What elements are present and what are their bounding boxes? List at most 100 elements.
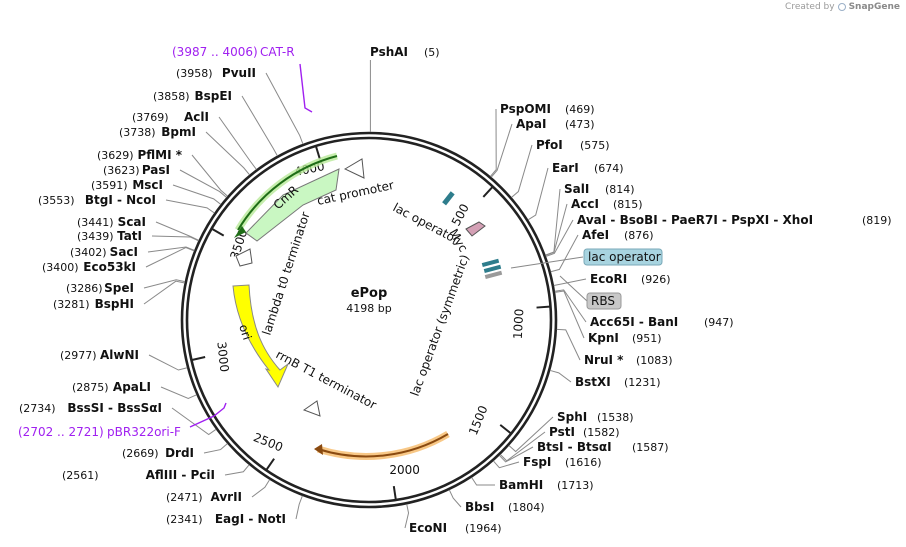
site-name: ApaLI: [113, 380, 151, 394]
site-connector: [471, 477, 496, 486]
primer-cat-r-name: CAT-R: [260, 45, 295, 59]
site-position: (819): [862, 214, 892, 227]
boxed-rbs-text: RBS: [591, 294, 615, 308]
restriction-site[interactable]: EarI(674): [527, 161, 624, 221]
site-name: AlwNI: [100, 348, 139, 362]
restriction-site[interactable]: TatI(3439): [77, 229, 199, 243]
tick-label: 500: [449, 201, 472, 228]
backbone: [180, 131, 558, 509]
site-position: (1964): [465, 522, 502, 535]
restriction-site[interactable]: PasI(3623): [103, 163, 227, 198]
site-position: (3281): [53, 298, 90, 311]
restriction-site[interactable]: AfeI(876): [550, 228, 654, 273]
restriction-site[interactable]: BamHI(1713): [471, 477, 594, 492]
site-position: (3958): [176, 67, 213, 80]
site-position: (814): [605, 183, 635, 196]
restriction-site[interactable]: PfoI(575): [511, 138, 610, 198]
restriction-site[interactable]: AclI(3769): [132, 110, 257, 170]
restriction-site[interactable]: EagI - NotI(2341): [166, 495, 303, 526]
restriction-site[interactable]: Acc65I - BanI(947): [554, 289, 734, 329]
site-position: (1804): [508, 501, 545, 514]
tick-mark: [265, 458, 275, 470]
site-position: (1231): [624, 376, 661, 389]
restriction-site[interactable]: PstI(1582): [500, 425, 620, 462]
restriction-site[interactable]: DrdI(2669): [122, 443, 228, 460]
feature-cmr[interactable]: CmR: [234, 152, 340, 242]
restriction-site[interactable]: MscI(3591): [91, 178, 222, 205]
restriction-site[interactable]: BspEI(3858): [153, 89, 278, 157]
site-connector: [143, 279, 186, 289]
tick-mark: [392, 486, 397, 500]
restriction-site[interactable]: NruI *(1083): [556, 328, 673, 367]
site-name: PasI: [142, 163, 170, 177]
site-position: (947): [704, 316, 734, 329]
restriction-site[interactable]: AvaI - BsoBI - PaeR7I - PspXI - XhoI (819…: [545, 213, 892, 257]
feature-ori[interactable]: ori: [232, 284, 290, 389]
tick-mark: [315, 146, 321, 160]
site-position: (876): [624, 229, 654, 242]
feature-lac-operator-symmetric[interactable]: lac operator (symmetric): [408, 253, 503, 398]
site-connector: [251, 479, 271, 498]
restriction-site[interactable]: PshAI(5): [369, 45, 440, 133]
restriction-site[interactable]: AccI(815): [545, 197, 643, 256]
boxed-lac-operator[interactable]: lac operator: [510, 248, 663, 269]
restriction-site[interactable]: SacI(3402): [70, 245, 195, 259]
restriction-site[interactable]: Eco53kI(3400): [42, 247, 195, 274]
site-connector: [511, 144, 533, 198]
site-connector: [545, 203, 568, 256]
site-name: BspEI: [194, 89, 232, 103]
restriction-site[interactable]: KpnI(951): [554, 290, 662, 345]
restriction-site[interactable]: ScaI(3441): [77, 215, 199, 241]
restriction-site[interactable]: FspI(1616): [493, 455, 602, 469]
tick-label: 2000: [389, 463, 420, 477]
restriction-site[interactable]: SpeI(3286): [66, 279, 186, 295]
restriction-site[interactable]: AflIII - PciI(2561): [62, 464, 250, 482]
site-connector: [527, 167, 549, 221]
restriction-site[interactable]: EcoNI(1964): [404, 504, 502, 535]
site-connector: [550, 234, 579, 273]
restriction-site[interactable]: PspOMI(469): [490, 102, 595, 177]
site-name: PstI: [549, 425, 575, 439]
site-connector: [171, 407, 217, 436]
restriction-site[interactable]: PvuII(3958): [176, 66, 304, 145]
site-connector: [448, 489, 462, 508]
tick-label: 1500: [466, 404, 490, 438]
restriction-site[interactable]: SphI(1538): [508, 410, 634, 453]
feature-rrnb-t1[interactable]: rrnB T1 terminator: [274, 347, 379, 417]
credit-brand: SnapGene: [848, 2, 900, 12]
site-name: ApaI: [516, 117, 546, 131]
restriction-site[interactable]: BpmI(3738): [119, 125, 250, 176]
site-connector: [556, 328, 581, 361]
restriction-site[interactable]: AlwNI(2977): [60, 348, 188, 371]
site-name: AvaI - BsoBI - PaeR7I - PspXI - XhoI: [577, 213, 813, 227]
plasmid-length: 4198 bp: [346, 302, 391, 315]
restriction-site[interactable]: ApaLI(2875): [72, 380, 197, 399]
restriction-site[interactable]: AvrII(2471): [166, 479, 271, 504]
restriction-site[interactable]: PflMI *(3629): [97, 148, 228, 197]
site-connector: [499, 446, 534, 463]
feature-orf-bottom[interactable]: [314, 430, 450, 460]
restriction-site[interactable]: BspHI (3281): [53, 280, 185, 311]
restriction-site[interactable]: BstXI(1231): [549, 369, 661, 389]
primer-pbr322ori-f[interactable]: (2702 .. 2721) pBR322ori-F: [18, 402, 227, 439]
tick-mark: [499, 424, 512, 434]
restriction-site[interactable]: BtgI - NcoI(3553): [38, 193, 215, 214]
site-name: BspHI: [95, 297, 134, 311]
site-layer: PshAI(5) PspOMI(469)ApaI(473)PfoI(575)Ear…: [19, 45, 892, 535]
feature-myc[interactable]: Myc: [446, 221, 486, 254]
restriction-site[interactable]: ApaI(473): [490, 117, 595, 178]
restriction-site[interactable]: BssSI - BssSαI(2734): [19, 401, 217, 436]
site-name: PflMI *: [137, 148, 182, 162]
primer-cat-r[interactable]: (3987 .. 4006) CAT-R: [172, 45, 313, 113]
site-name: AflIII - PciI: [146, 468, 215, 482]
restriction-site[interactable]: EcoRI(926): [553, 272, 671, 286]
site-position: (575): [580, 139, 610, 152]
restriction-site[interactable]: BbsI(1804): [448, 489, 545, 514]
site-name: DrdI: [165, 446, 194, 460]
restriction-site[interactable]: BtsI - BtsαI(1587): [499, 440, 669, 463]
site-name: SacI: [110, 245, 138, 259]
site-connector: [151, 235, 199, 242]
site-name: EarI: [552, 161, 579, 175]
site-name: AclI: [184, 110, 209, 124]
boxed-rbs[interactable]: RBS: [559, 275, 622, 310]
